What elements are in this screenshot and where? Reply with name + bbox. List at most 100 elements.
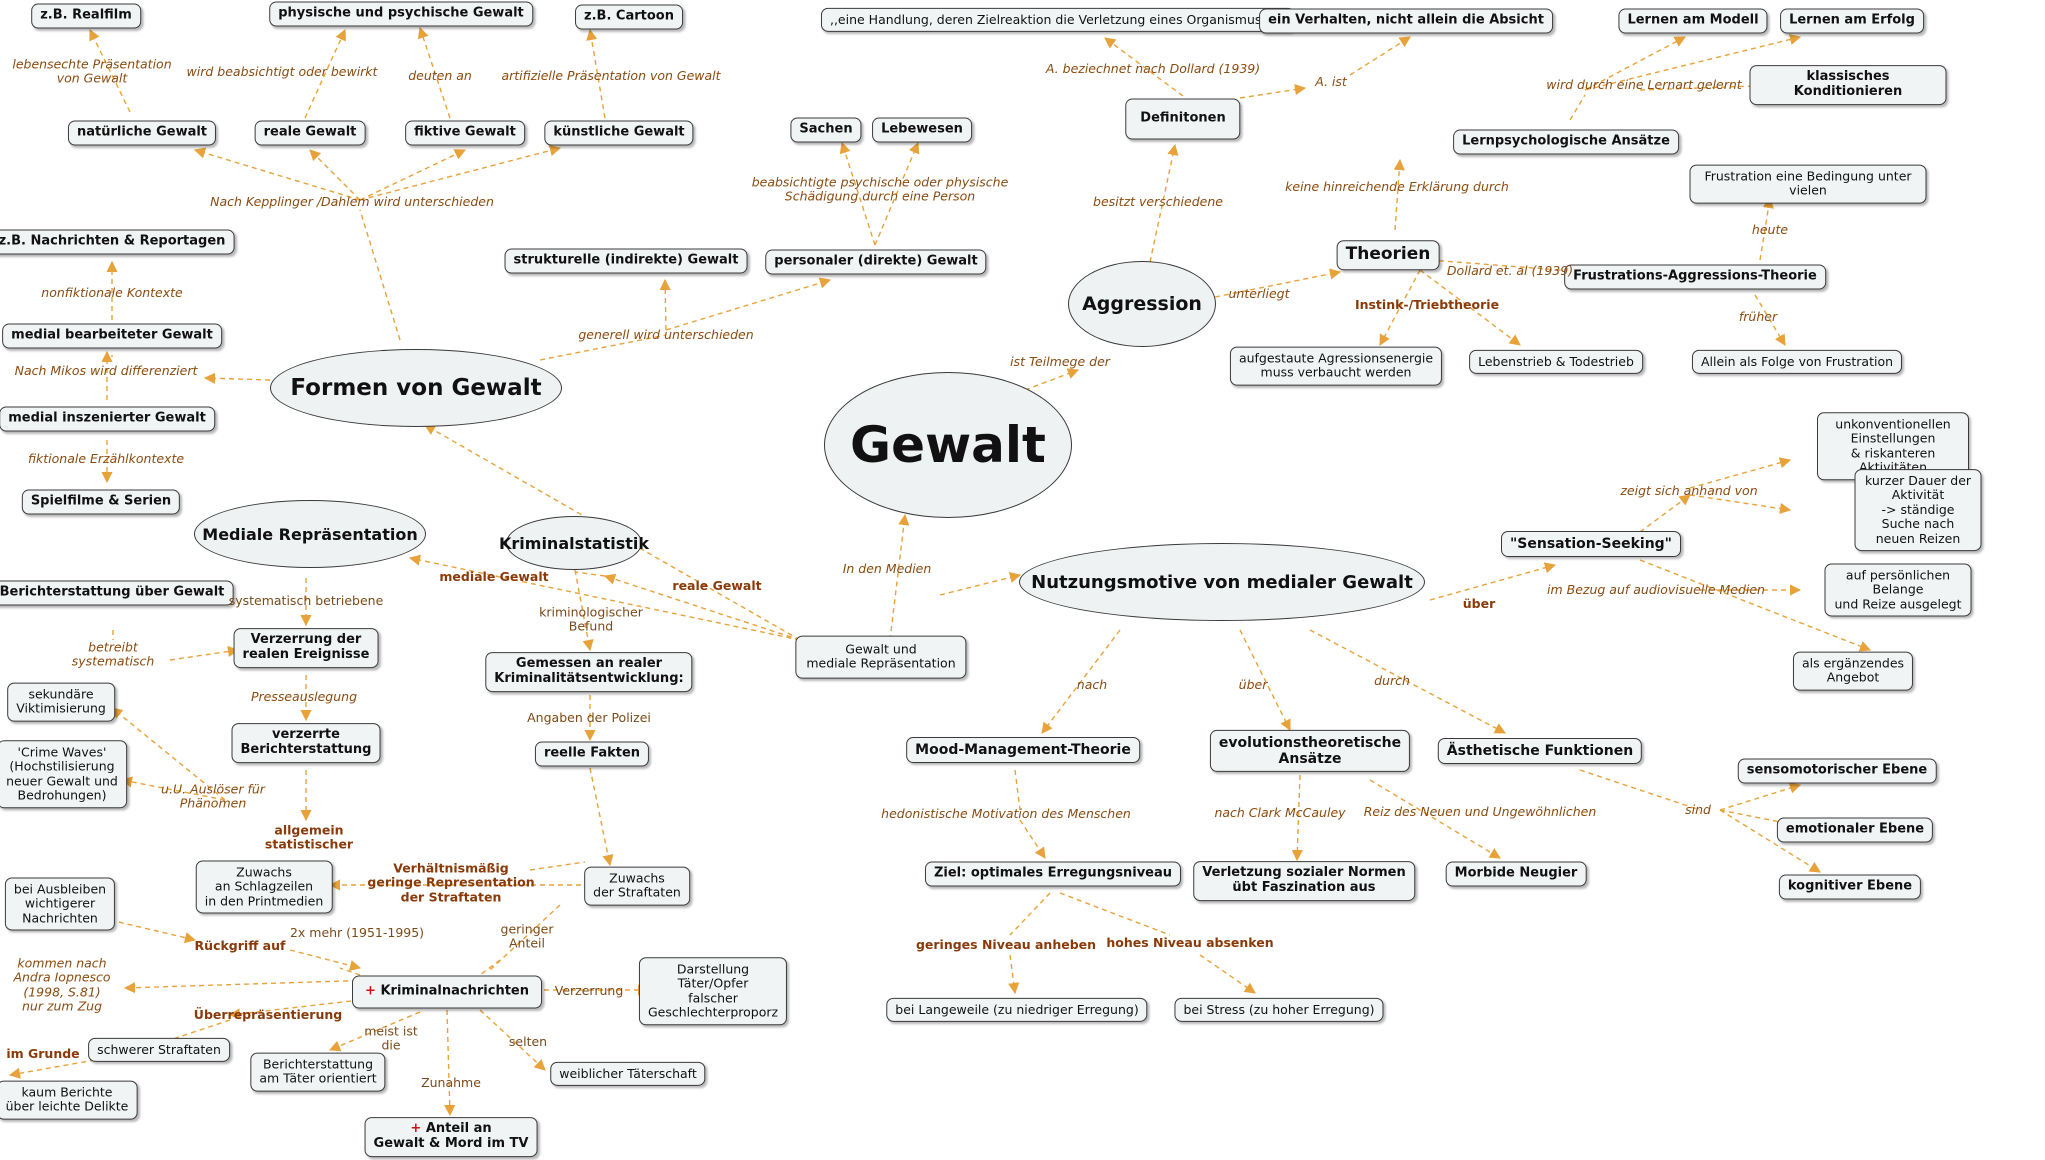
node-kognitive-ebene[interactable]: kognitiver Ebene xyxy=(1778,874,1922,900)
node-ausbleiben-nachrichten[interactable]: bei Ausbleiben wichtigerer Nachrichten xyxy=(4,877,116,931)
node-mood-management[interactable]: Mood-Management-Theorie xyxy=(906,736,1140,764)
connector-arrow xyxy=(489,904,561,971)
node-kriminalstatistik[interactable]: Kriminalstatistik xyxy=(499,516,649,570)
node-anteil-gewalt-mord[interactable]: + Anteil an Gewalt & Mord im TV xyxy=(364,1117,538,1157)
node-emotionale-ebene[interactable]: emotionaler Ebene xyxy=(1776,817,1934,843)
link-beziechnet-dollard: A. beziechnet nach Dollard (1939) xyxy=(1045,60,1261,76)
connector-arrow xyxy=(359,149,467,201)
node-reale-gewalt[interactable]: reale Gewalt xyxy=(254,120,366,146)
node-morbide-neugier[interactable]: Morbide Neugier xyxy=(1445,861,1587,887)
node-cartoon[interactable]: z.B. Cartoon xyxy=(575,4,683,30)
node-theorien[interactable]: Theorien xyxy=(1336,240,1440,270)
connector-arrow xyxy=(1149,143,1179,263)
node-reelle-fakten[interactable]: reelle Fakten xyxy=(534,741,650,767)
link-ueberrepraesentierung: Überrepräsentierung xyxy=(193,1006,343,1022)
node-darstellung-taeter-opfer[interactable]: Darstellung Täter/Opfer falscher Geschle… xyxy=(638,957,788,1025)
node-formen-von-gewalt[interactable]: Formen von Gewalt xyxy=(270,349,562,427)
node-frustration-bedingung[interactable]: Frustration eine Bedingung unter vielen xyxy=(1689,164,1927,204)
node-bei-stress[interactable]: bei Stress (zu hoher Erregung) xyxy=(1174,997,1384,1023)
node-verzerrte-berichterstattung[interactable]: verzerrte Berichterstattung xyxy=(231,723,381,763)
node-ergaenzendes-angebot[interactable]: als ergänzendes Angebot xyxy=(1792,651,1914,691)
node-crime-waves[interactable]: 'Crime Waves' (Hochstilisierung neuer Ge… xyxy=(0,740,127,808)
link-nach-mikos: Nach Mikos wird differenziert xyxy=(14,362,198,378)
link-ausloeser-phaenomen: u.U. Auslöser für Phänomen xyxy=(161,781,265,811)
node-zuwachs-straftaten[interactable]: Zuwachs der Straftaten xyxy=(584,866,690,906)
link-reale-gewalt: reale Gewalt xyxy=(672,577,762,593)
node-lernen-am-modell[interactable]: Lernen am Modell xyxy=(1618,8,1768,34)
connector-arrow xyxy=(1369,779,1501,859)
node-lebewesen[interactable]: Lebewesen xyxy=(872,117,972,143)
node-sachen[interactable]: Sachen xyxy=(790,117,862,143)
node-taeter-orientiert[interactable]: Berichterstattung am Täter orientiert xyxy=(250,1052,386,1092)
node-kriminalnachrichten[interactable]: + Kriminalnachrichten xyxy=(352,975,542,1009)
node-sensation-seeking[interactable]: "Sensation-Seeking" xyxy=(1501,530,1681,558)
link-hohes-niveau-absenken: hohes Niveau absenken xyxy=(1106,934,1274,950)
connector-arrow xyxy=(1584,33,1802,91)
node-medial-inszeniert[interactable]: medial inszenierter Gewalt xyxy=(0,406,215,432)
connector-arrow xyxy=(1579,769,1701,811)
node-mediale-repraesentation[interactable]: Mediale Repräsentation xyxy=(194,500,426,568)
connector-arrow xyxy=(193,147,361,201)
node-realfilm[interactable]: z.B. Realfilm xyxy=(31,3,141,29)
node-nutzungsmotive[interactable]: Nutzungsmotive von medialer Gewalt xyxy=(1019,543,1425,621)
node-verletzung-sozialer-normen[interactable]: Verletzung sozialer Normen übt Faszinati… xyxy=(1193,861,1415,901)
connector-arrow xyxy=(574,571,606,577)
link-bezug-audiovisuell: im Bezug auf audiovisuelle Medien xyxy=(1547,581,1765,597)
node-kuenstliche-gewalt[interactable]: künstliche Gewalt xyxy=(544,120,694,146)
node-kurzer-dauer[interactable]: kurzer Dauer der Aktivität -> ständige S… xyxy=(1854,469,1982,551)
node-nachrichten-reportagen[interactable]: z.B. Nachrichten & Reportagen xyxy=(0,229,235,255)
node-strukturelle-gewalt[interactable]: strukturelle (indirekte) Gewalt xyxy=(504,248,748,274)
node-allein-frustration[interactable]: Allein als Folge von Frustration xyxy=(1691,349,1903,375)
link-lebensechte-praesentation: lebensechte Präsentation von Gewalt xyxy=(12,56,172,86)
node-physische-psychische-gewalt[interactable]: physische und psychische Gewalt xyxy=(269,1,533,27)
node-frustrations-aggressions-theorie[interactable]: Frustrations-Aggressions-Theorie xyxy=(1564,264,1826,290)
connector-arrow xyxy=(939,572,1022,596)
node-lernpsychologische-ansaetze[interactable]: Lernpsychologische Ansätze xyxy=(1453,129,1679,155)
node-lebenstrieb-todestrieb[interactable]: Lebenstrieb & Todestrieb xyxy=(1469,349,1643,375)
node-natuerliche-gewalt[interactable]: natürliche Gewalt xyxy=(67,120,217,146)
node-verzerrung-realer-ereignisse[interactable]: Verzerrung der realen Ereignisse xyxy=(233,628,379,668)
link-dollard-et-al: Dollard et. al (1939) xyxy=(1446,262,1574,278)
node-sensomotorische-ebene[interactable]: sensomotorischer Ebene xyxy=(1737,758,1937,784)
node-weibliche-taeterschaft[interactable]: weiblicher Täterschaft xyxy=(550,1061,706,1087)
node-aufgestaute-agressionsenergie[interactable]: aufgestaute Agressionsenergie muss verba… xyxy=(1229,346,1443,386)
node-verhalten-nicht-absicht[interactable]: ein Verhalten, nicht allein die Absicht xyxy=(1259,8,1553,34)
node-gewalt-mediale-repraesentation[interactable]: Gewalt und mediale Repräsentation xyxy=(795,635,967,679)
link-nonfiktionale-kontexte: nonfiktionale Kontexte xyxy=(41,284,183,300)
node-fiktive-gewalt[interactable]: fiktive Gewalt xyxy=(405,120,525,146)
node-optimales-erregungsniveau[interactable]: Ziel: optimales Erregungsniveau xyxy=(924,861,1182,887)
node-zitat-dollard[interactable]: ,,eine Handlung, deren Zielreaktion die … xyxy=(820,7,1296,33)
node-zuwachs-schlagzeilen[interactable]: Zuwachs an Schlagzeilen in den Printmedi… xyxy=(195,860,333,914)
node-lernen-am-erfolg[interactable]: Lernen am Erfolg xyxy=(1780,8,1924,34)
node-gemessen-realer-kriminalitaet[interactable]: Gemessen an realer Kriminalitätsentwickl… xyxy=(485,652,693,692)
node-persoenliche-belange[interactable]: auf persönlichen Belange und Reize ausge… xyxy=(1824,563,1972,617)
node-sekundaere-viktimisierung[interactable]: sekundäre Viktimisierung xyxy=(7,682,115,722)
link-hedonistische-motivation: hedonistische Motivation des Menschen xyxy=(881,805,1131,821)
connector-arrow xyxy=(1214,268,1342,298)
node-aesthetische-funktionen[interactable]: Ästhetische Funktionen xyxy=(1437,737,1643,765)
node-schwere-straftaten[interactable]: schwerer Straftaten xyxy=(88,1037,230,1063)
node-definitionen[interactable]: Definitonen xyxy=(1125,98,1241,140)
link-lernart-gelernt: wird durch eine Lernart gelernt xyxy=(1546,76,1742,92)
connector-arrow xyxy=(8,1059,96,1079)
node-aggression[interactable]: Aggression xyxy=(1068,261,1216,347)
connector-arrow xyxy=(603,573,801,641)
node-kaum-berichte[interactable]: kaum Berichte über leichte Delikte xyxy=(0,1080,138,1120)
connector-arrow xyxy=(479,959,501,976)
node-klassisches-konditionieren[interactable]: klassisches Konditionieren xyxy=(1749,65,1947,105)
node-evolutionstheoretisch[interactable]: evolutionstheoretische Ansätze xyxy=(1209,729,1411,773)
connector-arrow xyxy=(1393,158,1405,231)
node-berichterstattung-ueber-gewalt[interactable]: Berichterstattung über Gewalt xyxy=(0,580,234,606)
connector-arrow xyxy=(169,1019,231,1041)
node-medial-bearbeitet[interactable]: medial bearbeiteter Gewalt xyxy=(2,323,222,349)
central-node-gewalt[interactable]: Gewalt xyxy=(824,372,1072,518)
node-bei-langeweile[interactable]: bei Langeweile (zu niedriger Erregung) xyxy=(886,997,1148,1023)
node-spielfilme-serien[interactable]: Spielfilme & Serien xyxy=(21,489,181,515)
connector-arrow xyxy=(659,278,671,331)
node-personale-gewalt[interactable]: personaler (direkte) Gewalt xyxy=(765,249,987,275)
link-unterliegt: unterliegt xyxy=(1228,285,1290,301)
connector-arrow xyxy=(1009,892,1051,936)
node-unkonventionelle-einstellungen[interactable]: unkonventionellen Einstellungen & riskan… xyxy=(1817,412,1969,480)
anteil-label: Anteil an Gewalt & Mord im TV xyxy=(373,1121,529,1151)
